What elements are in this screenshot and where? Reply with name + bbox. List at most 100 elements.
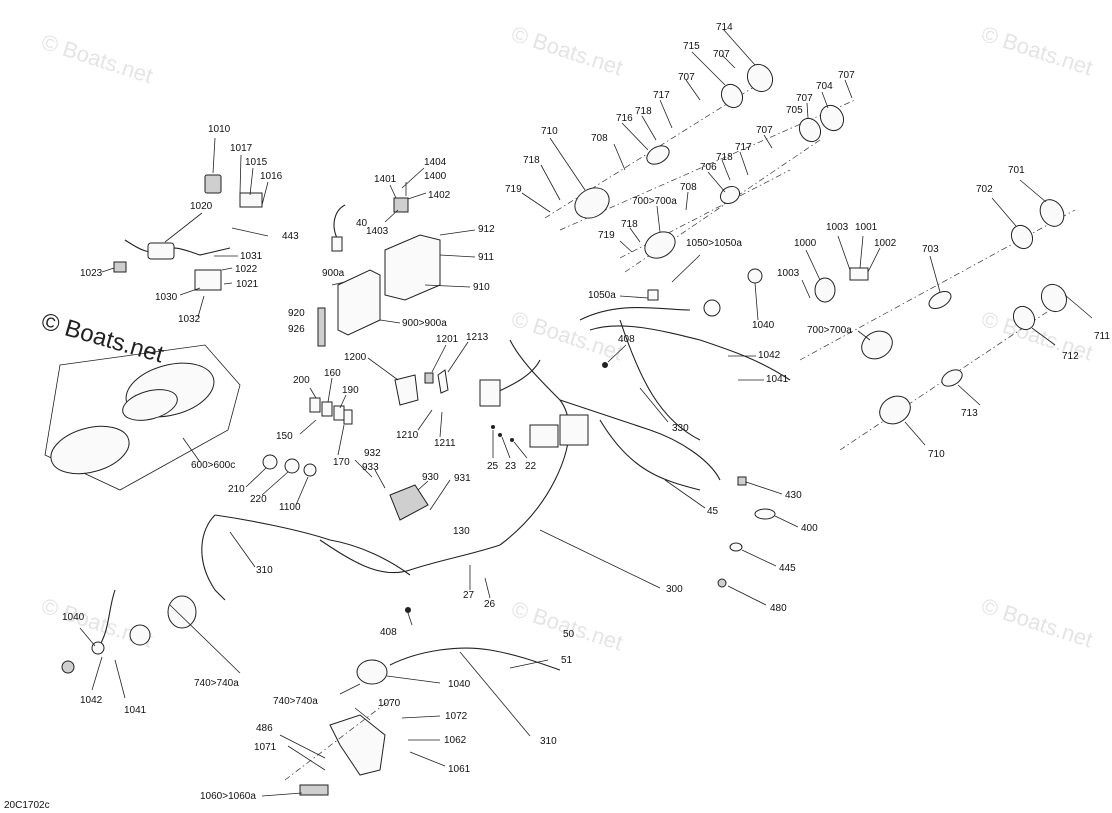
callout-label: 51 — [561, 655, 573, 666]
lamp-700b — [861, 330, 893, 360]
callout-label: 1040 — [752, 320, 775, 331]
clamp-706 — [719, 185, 741, 205]
callout-label: 1404 — [424, 157, 447, 168]
callout-label: 717 — [653, 90, 670, 101]
fuse-part — [343, 409, 353, 425]
module-900 — [337, 269, 381, 336]
callout-label: 130 — [453, 526, 470, 537]
callout-label: 711 — [1094, 331, 1110, 342]
switch-part — [262, 454, 278, 470]
callout-label: 170 — [333, 457, 350, 468]
callout-label: 1040 — [448, 679, 471, 690]
callout-label: 23 — [505, 461, 517, 472]
light-housing — [356, 659, 388, 685]
wire-harness — [333, 204, 346, 241]
watermark-group: © Boats.net © Boats.net © Boats.net © Bo… — [38, 21, 1095, 655]
assembly-line — [624, 139, 821, 273]
callout-label: 408 — [380, 627, 397, 638]
clamp-703 — [928, 290, 952, 310]
callout-label: 1403 — [366, 226, 389, 237]
callout-label: 1022 — [235, 264, 258, 275]
watermark-text: © Boats.net — [978, 21, 1095, 80]
callout-label: 1062 — [444, 735, 467, 746]
watermark-text: © Boats.net — [508, 21, 625, 80]
main-harness — [319, 307, 791, 589]
light-740 — [61, 589, 241, 699]
harness-branch — [201, 514, 226, 601]
horn-1000 — [814, 277, 836, 303]
clip-part — [737, 476, 747, 486]
clamp-713 — [941, 369, 963, 387]
callout-label: 1003 — [777, 268, 800, 279]
callout-label: 1201 — [436, 334, 459, 345]
callout-label: 1023 — [80, 268, 103, 279]
bracket-part — [394, 374, 419, 406]
callout-label: 1031 — [240, 251, 263, 262]
callout-label: 712 — [1062, 351, 1079, 362]
connector-part — [331, 236, 343, 252]
callout-label: 25 — [487, 461, 499, 472]
callout-label: 718 — [635, 106, 652, 117]
callout-label: 900a — [322, 268, 345, 279]
callout-label: 707 — [838, 70, 855, 81]
callout-label: 1002 — [874, 238, 897, 249]
regulator-part — [389, 484, 429, 521]
bracket-1200 — [367, 341, 469, 438]
clamp-part — [729, 542, 743, 552]
bracket-part — [194, 269, 222, 291]
harness-branch — [589, 325, 791, 381]
callout-label: 931 — [454, 473, 471, 484]
switch-set — [245, 454, 317, 506]
callout-label: 710 — [541, 126, 558, 137]
light-assembly-upper — [521, 28, 856, 273]
fuse-part — [321, 401, 333, 417]
callout-label: 707 — [678, 72, 695, 83]
fuse-box — [529, 424, 559, 448]
connector-block — [559, 414, 589, 446]
callout-label: 1032 — [178, 314, 201, 325]
callout-label: 708 — [680, 182, 697, 193]
light-housing — [167, 595, 197, 629]
harness-branch — [214, 514, 411, 576]
control-module — [317, 229, 476, 347]
switch-part — [303, 463, 317, 477]
callout-label: 1070 — [378, 698, 401, 709]
ring-705 — [798, 117, 822, 143]
nut-part — [424, 372, 434, 384]
callout-label: 700>700a — [632, 196, 677, 207]
callout-label: 22 — [525, 461, 537, 472]
relay-part — [393, 197, 409, 213]
callout-label: 1071 — [254, 742, 277, 753]
harness-branch — [559, 399, 721, 481]
bracket-part — [329, 714, 386, 776]
watermark-text: © Boats.net — [508, 596, 625, 655]
callout-label: 408 — [618, 334, 635, 345]
callout-label: 707 — [713, 49, 730, 60]
callout-label: 1401 — [374, 174, 397, 185]
regulator-930 — [354, 459, 451, 521]
sensor-cluster — [619, 254, 764, 381]
bulb-part — [61, 660, 75, 674]
callout-label: 27 — [463, 590, 475, 601]
callout-label: 1016 — [260, 171, 283, 182]
ring-712 — [1012, 305, 1036, 331]
ring-701 — [1039, 199, 1065, 227]
ring-702 — [1010, 224, 1034, 250]
callout-label: 1213 — [466, 332, 489, 343]
connector-part — [147, 242, 175, 260]
callout-label: 1003 — [826, 222, 849, 233]
callout-label: 1030 — [155, 292, 178, 303]
tie-part — [754, 508, 776, 520]
connector-part — [91, 641, 105, 655]
gauge-cluster-600 — [44, 344, 241, 491]
callout-label: 933 — [362, 462, 379, 473]
ring-715 — [720, 83, 744, 109]
callout-label: 190 — [342, 385, 359, 396]
strap-920 — [317, 307, 326, 347]
callout-label: 1042 — [758, 350, 781, 361]
light-lens — [129, 624, 151, 646]
callout-label: 486 — [256, 723, 273, 734]
module-bracket-910 — [384, 234, 441, 301]
rear-harness — [339, 647, 561, 737]
misc-parts — [717, 476, 799, 606]
